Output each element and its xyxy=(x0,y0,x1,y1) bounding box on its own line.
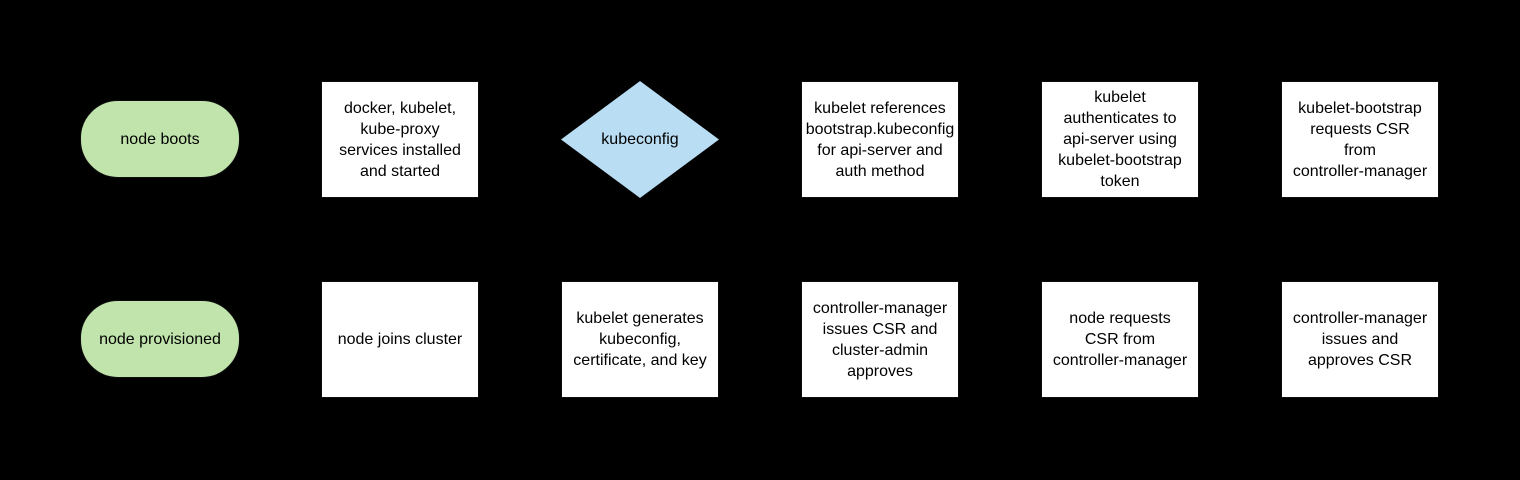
node-label: kubelet references bootstrap.kubeconfig … xyxy=(805,99,955,180)
flow-node-controller-manager-issues-csr-cluster-admin-approves: controller-manager issues CSR and cluste… xyxy=(801,281,959,398)
flow-node-node-boots: node boots xyxy=(80,100,240,178)
node-label: kubeconfig xyxy=(601,131,679,148)
node-label: node joins cluster xyxy=(337,331,463,348)
flow-node-node-provisioned: node provisioned xyxy=(80,300,240,378)
flow-node-kubeconfig-decision: kubeconfig xyxy=(561,81,719,198)
flow-node-services-installed: docker, kubelet, kube-proxy services ins… xyxy=(321,81,479,198)
flow-node-kubelet-bootstrap-requests-csr: kubelet-bootstrap requests CSR from cont… xyxy=(1281,81,1439,198)
flow-node-kubelet-authenticates: kubelet authenticates to api-server usin… xyxy=(1041,81,1199,198)
node-label: node provisioned xyxy=(99,330,221,348)
node-label: kubelet authenticates to api-server usin… xyxy=(1058,89,1182,190)
node-label: kubelet generates kubeconfig, certificat… xyxy=(573,310,707,369)
flow-node-node-joins-cluster: node joins cluster xyxy=(321,281,479,398)
node-label: controller-manager issues and approves C… xyxy=(1292,310,1428,369)
node-label: docker, kubelet, kube-proxy services ins… xyxy=(339,99,461,180)
flow-node-kubelet-generates-kubeconfig: kubelet generates kubeconfig, certificat… xyxy=(561,281,719,398)
flow-node-node-requests-csr: node requests CSR from controller-manage… xyxy=(1041,281,1199,398)
node-label: node requests CSR from controller-manage… xyxy=(1052,310,1188,369)
node-label: kubelet-bootstrap requests CSR from cont… xyxy=(1292,99,1428,180)
flow-node-controller-manager-issues-and-approves-csr: controller-manager issues and approves C… xyxy=(1281,281,1439,398)
node-label: node boots xyxy=(120,130,200,148)
node-label: controller-manager issues CSR and cluste… xyxy=(812,299,948,380)
flow-node-kubelet-references-bootstrap-kubeconfig: kubelet references bootstrap.kubeconfig … xyxy=(801,81,959,198)
